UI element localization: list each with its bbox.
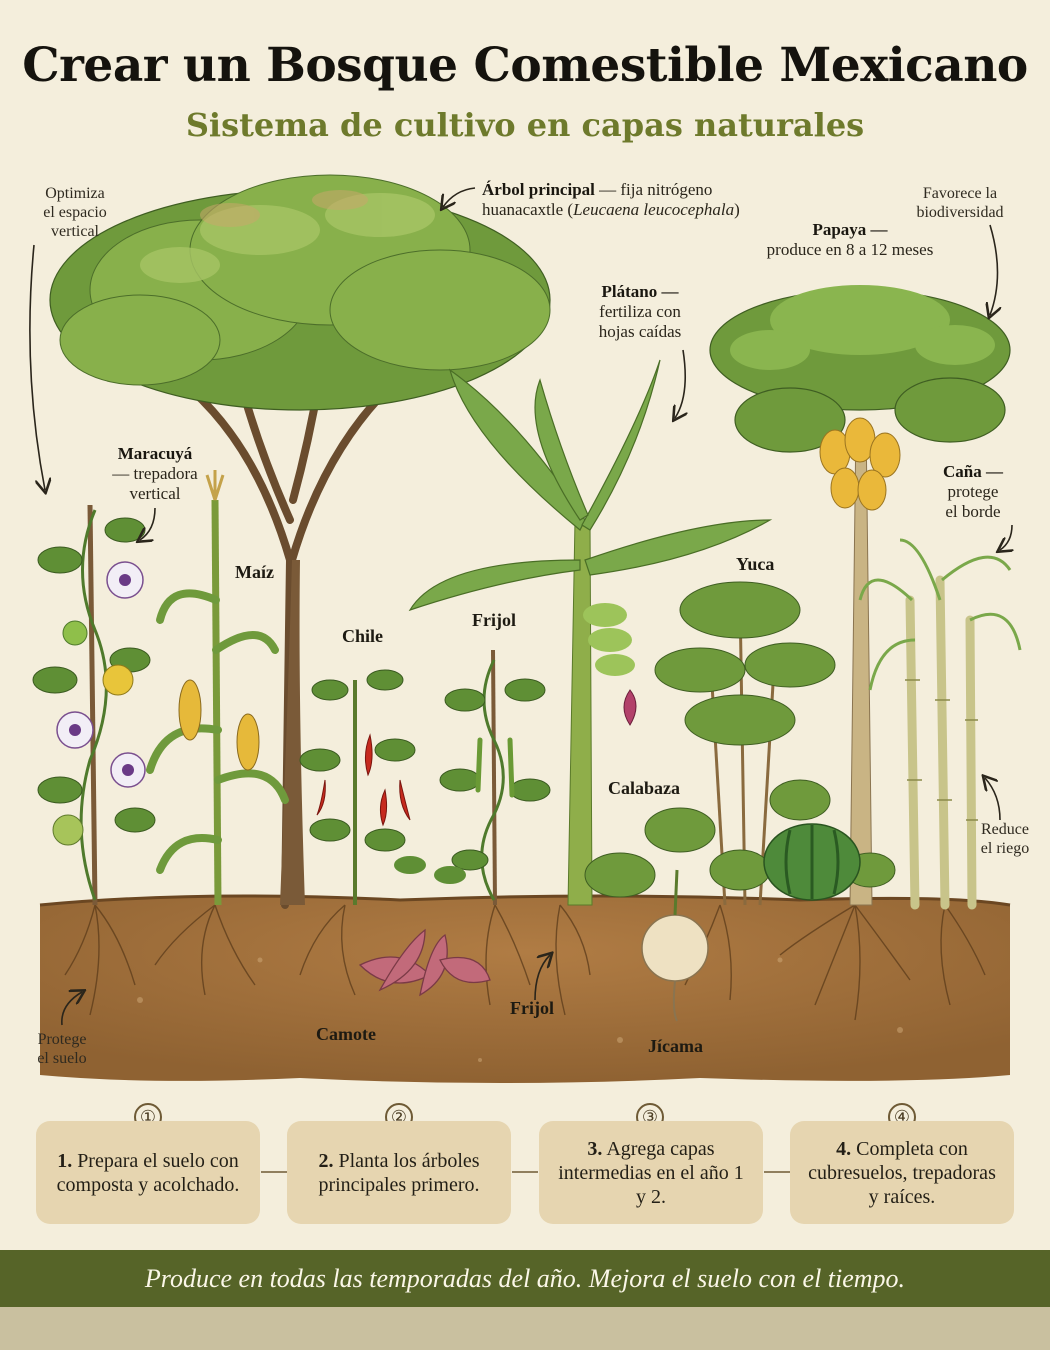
connector-1-2 bbox=[261, 1171, 287, 1173]
note-optimiza: Optimiza el espacio vertical bbox=[20, 184, 130, 241]
step-2-text: 2. Planta los árboles principales primer… bbox=[299, 1149, 499, 1197]
note-reduce-l1: Reduce bbox=[981, 821, 1029, 838]
step-3-desc: Agrega capas intermedias en el año 1 y 2… bbox=[558, 1137, 744, 1208]
cassava-plant bbox=[654, 581, 836, 906]
step-3-card: 3. Agrega capas intermedias en el año 1 … bbox=[539, 1121, 763, 1224]
label-arbol-dash: — bbox=[594, 180, 621, 199]
step-4-text: 4. Completa con cubresuelos, trepadoras … bbox=[802, 1137, 1002, 1209]
note-favorece: Favorece la biodiversidad bbox=[900, 184, 1020, 222]
note-optimiza-l3: vertical bbox=[51, 223, 99, 240]
label-papaya-name: Papaya — bbox=[812, 220, 888, 239]
leucaena-tree bbox=[49, 174, 551, 909]
banana-plant bbox=[408, 359, 773, 906]
label-maracuya-line1: — trepadora bbox=[112, 464, 198, 483]
note-favorece-l2: biodiversidad bbox=[916, 204, 1004, 221]
note-protege: Protege el suelo bbox=[22, 1030, 102, 1068]
footer-band: Produce en todas las temporadas del año.… bbox=[0, 1250, 1050, 1307]
step-1-card: 1. Prepara el suelo con composta y acolc… bbox=[36, 1121, 260, 1224]
bean-vine bbox=[439, 649, 551, 906]
note-favorece-l1: Favorece la bbox=[922, 185, 998, 202]
note-protege-l2: el suelo bbox=[37, 1050, 87, 1067]
label-chile: Chile bbox=[342, 626, 384, 646]
step-4-bold: 4. bbox=[836, 1137, 852, 1160]
sweet-potato bbox=[358, 856, 491, 997]
step-4-card: 4. Completa con cubresuelos, trepadoras … bbox=[790, 1121, 1014, 1224]
label-maracuya: Maracuyá — trepadora vertical bbox=[100, 444, 210, 504]
label-maracuya-line2: vertical bbox=[129, 484, 181, 503]
label-arbol-latin: Leucaena leucocephala bbox=[573, 200, 735, 219]
sugar-cane bbox=[858, 538, 1022, 910]
connector-3-4 bbox=[764, 1171, 790, 1173]
label-platano-name: Plátano — bbox=[601, 282, 679, 301]
step-2-card: 2. Planta los árboles principales primer… bbox=[287, 1121, 511, 1224]
label-frijol-root: Frijol bbox=[510, 998, 554, 1018]
label-platano-line1: fertiliza con bbox=[599, 302, 681, 321]
step-2-bold: 2. bbox=[318, 1149, 334, 1172]
step-4-desc: Completa con cubresuelos, trepadoras y r… bbox=[808, 1137, 996, 1208]
papaya-tree bbox=[709, 285, 1011, 906]
label-platano: Plátano — fertiliza con hojas caídas bbox=[585, 282, 695, 342]
forest-illustration bbox=[29, 174, 1022, 1083]
label-arbol-desc: fija nitrógeno bbox=[620, 180, 713, 199]
passion-fruit-vine bbox=[32, 504, 156, 906]
corn-plant bbox=[146, 470, 289, 906]
page-subtitle: Sistema de cultivo en capas naturales bbox=[185, 106, 865, 144]
annotation-arrows bbox=[29, 187, 1012, 1026]
step-2-desc: Planta los árboles principales primero. bbox=[318, 1149, 480, 1196]
label-calabaza: Calabaza bbox=[608, 778, 680, 798]
note-protege-l1: Protege bbox=[37, 1031, 87, 1048]
label-arbol-close: ) bbox=[734, 200, 740, 219]
label-papaya-desc: produce en 8 a 12 meses bbox=[766, 240, 934, 259]
note-reduce-l2: el riego bbox=[980, 840, 1030, 857]
jicama-root bbox=[641, 869, 709, 1022]
label-arbol-principal: Árbol principal — fija nitrógeno huanaca… bbox=[482, 180, 740, 220]
label-camote: Camote bbox=[316, 1024, 376, 1044]
squash-vine bbox=[584, 779, 896, 901]
label-arbol-name: Árbol principal bbox=[482, 180, 595, 199]
step-1-desc: Prepara el suelo con composta y acolchad… bbox=[56, 1149, 240, 1196]
label-cana-line2: el borde bbox=[945, 502, 1001, 521]
footer-text: Produce en todas las temporadas del año.… bbox=[144, 1263, 906, 1293]
note-reduce: Reduce el riego bbox=[965, 820, 1045, 858]
label-jicama: Jícama bbox=[648, 1036, 703, 1056]
label-cana-name: Caña — bbox=[943, 462, 1003, 481]
soil-layer bbox=[39, 894, 1011, 1083]
step-1-text: 1. Prepara el suelo con composta y acolc… bbox=[48, 1149, 248, 1197]
step-3-text: 3. Agrega capas intermedias en el año 1 … bbox=[551, 1137, 751, 1209]
page-title: Crear un Bosque Comestible Mexicano bbox=[22, 38, 1028, 93]
label-yuca: Yuca bbox=[736, 554, 775, 574]
label-maiz: Maíz bbox=[235, 562, 274, 582]
label-frijol-top: Frijol bbox=[472, 610, 516, 630]
step-1-bold: 1. bbox=[57, 1149, 73, 1172]
note-optimiza-l2: el espacio bbox=[43, 204, 107, 221]
note-optimiza-l1: Optimiza bbox=[45, 185, 105, 202]
label-platano-line2: hojas caídas bbox=[598, 322, 682, 341]
label-maracuya-name: Maracuyá bbox=[117, 444, 193, 463]
chile-plant bbox=[299, 669, 416, 905]
label-cana-line1: protege bbox=[947, 482, 999, 501]
label-cana: Caña — protege el borde bbox=[928, 462, 1018, 522]
bottom-band bbox=[0, 1307, 1050, 1350]
label-arbol-common: huanacaxtle ( bbox=[482, 200, 574, 219]
step-3-bold: 3. bbox=[587, 1137, 603, 1160]
connector-2-3 bbox=[512, 1171, 538, 1173]
label-papaya: Papaya — produce en 8 a 12 meses bbox=[755, 220, 945, 260]
